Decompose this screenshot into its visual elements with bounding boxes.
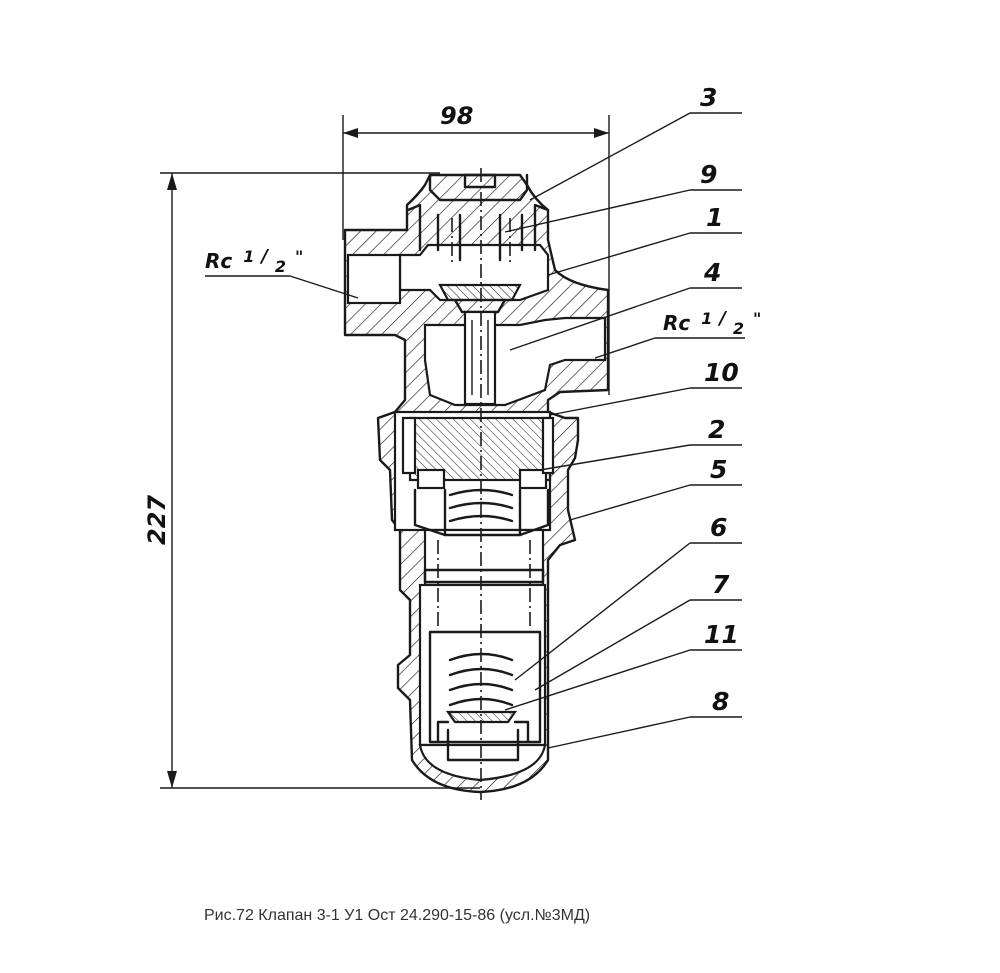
svg-text:Rc 1 / 2: Rc 1 / 2 " <box>205 243 303 277</box>
thread-label-left: Rc 1 / 2 " <box>205 243 359 299</box>
callout-4: 4 <box>509 258 742 351</box>
callout-4-label: 4 <box>703 258 721 287</box>
thread-label-left-num: 1 <box>243 247 254 266</box>
callout-6: 6 <box>514 513 742 681</box>
callout-10: 10 <box>549 358 742 416</box>
dimension-height-label: 227 <box>143 495 171 545</box>
callout-8: 8 <box>547 687 742 749</box>
valve-seat <box>438 283 522 314</box>
thread-label-right-den: 2 <box>733 319 744 338</box>
callout-3: 3 <box>529 83 742 201</box>
thread-label-right-num: 1 <box>701 309 712 328</box>
thread-label-right: Rc 1 / 2 " <box>594 305 761 359</box>
callout-6-label: 6 <box>710 513 727 542</box>
callout-5-label: 5 <box>710 455 727 484</box>
lower-spring-assembly <box>423 540 545 744</box>
callout-11-label: 11 <box>704 620 739 649</box>
svg-text:Rc 1 / 2: Rc 1 / 2 " <box>663 305 761 339</box>
callout-10-label: 10 <box>704 358 739 387</box>
thread-label-left-prefix: Rc <box>205 249 232 273</box>
figure-caption: Рис.72 Клапан 3-1 У1 Ост 24.290-15-86 (у… <box>204 907 591 924</box>
callout-1-label: 1 <box>706 203 723 232</box>
callout-2-label: 2 <box>708 415 725 444</box>
callout-1: 1 <box>547 203 742 276</box>
callout-9: 9 <box>504 160 742 233</box>
valve-stem <box>463 310 497 406</box>
top-cap <box>406 173 550 252</box>
callout-11: 11 <box>504 620 742 711</box>
dimension-height: 227 <box>143 172 480 789</box>
thread-label-left-mark: " <box>295 247 303 266</box>
upper-spring <box>436 213 524 265</box>
callout-7-label: 7 <box>712 570 730 599</box>
piston <box>401 416 555 490</box>
bottom-cap <box>446 728 520 762</box>
dimension-width-label: 98 <box>440 102 473 130</box>
thread-label-left-den: 2 <box>275 257 286 276</box>
callout-5: 5 <box>569 455 742 521</box>
callout-9-label: 9 <box>700 160 717 189</box>
callout-3-label: 3 <box>700 83 717 112</box>
callout-8-label: 8 <box>712 687 729 716</box>
callout-7: 7 <box>534 570 742 691</box>
thread-label-right-mark: " <box>753 309 761 328</box>
thread-label-right-prefix: Rc <box>663 311 690 335</box>
callout-2: 2 <box>539 415 742 471</box>
